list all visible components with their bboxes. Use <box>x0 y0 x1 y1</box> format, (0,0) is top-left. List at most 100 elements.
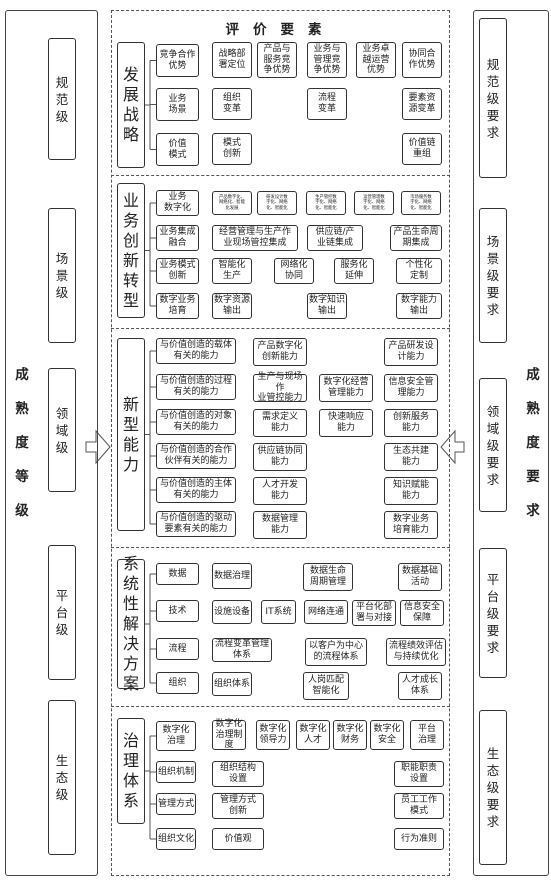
section-1-row-1-item-3: 业务与管理竞争优势 <box>307 42 347 78</box>
section-divider-2 <box>111 175 450 176</box>
section-4-row-2-item-1: 设施设备 <box>212 600 252 624</box>
section-4-row-4-item-3: 人才成长体系 <box>398 672 442 700</box>
right-panel: 成熟度要求 <box>473 10 549 876</box>
section-5-row-1-item-1: 数字化治理制度 <box>212 719 246 750</box>
left-arrow-icon <box>440 429 465 465</box>
section-4-row-2-item-5: 信息安全保障 <box>400 600 444 626</box>
section-1-row-1-item-1: 战略部署定位 <box>212 42 252 78</box>
section-2-row-label-2: 业务集成融合 <box>156 225 199 251</box>
maturity-level-5: 生态级 <box>48 700 76 855</box>
section-name-5: 治理体系 <box>117 718 145 824</box>
section-2-row-3-item-4: 个性化定制 <box>396 258 442 284</box>
section-5-row-1-item-4: 数字化财务 <box>333 720 367 750</box>
maturity-level-1: 规范级 <box>48 38 76 160</box>
section-1-row-2-item-2: 流程变革 <box>307 88 347 120</box>
section-3-row-3-item-1: 需求定义能力 <box>253 409 307 437</box>
section-3-row-1-item-2: 产品研发设计能力 <box>384 338 438 366</box>
evaluation-elements-panel <box>111 10 450 876</box>
section-5-row-label-1: 数字化治理 <box>156 721 196 751</box>
section-name-4: 系统性解决方案 <box>117 554 145 693</box>
section-2-row-1-item-3: 生产管控数字化、网络化、智能化 <box>306 191 346 215</box>
section-2-row-label-4: 数字业务培育 <box>156 293 199 319</box>
section-3-row-label-5: 与价值创造的主体有关的能力 <box>156 477 236 503</box>
section-5-row-4-item-2: 行为准则 <box>394 828 444 850</box>
section-1-row-1-item-2: 产品与服务竞争优势 <box>257 42 297 78</box>
section-4-row-2-item-4: 平台化部署与对接 <box>352 600 396 626</box>
section-4-row-1-item-1: 数据治理 <box>212 563 252 589</box>
section-3-row-3-item-2: 快速响应能力 <box>319 409 373 437</box>
section-divider-4 <box>111 547 450 548</box>
maturity-level-4: 平台级 <box>48 545 76 680</box>
section-5-row-1-item-2: 数字化领导力 <box>256 720 290 750</box>
section-5-row-label-3: 管理方式 <box>156 793 196 815</box>
maturity-requirement-5: 生态级要求 <box>479 710 507 865</box>
section-2-row-1-item-2: 研发设计数字化、网络化、智能化 <box>257 191 297 215</box>
right-panel-header: 成熟度要求 <box>526 367 540 519</box>
section-2-row-label-3: 业务模式创新 <box>156 258 199 284</box>
section-3-row-5-item-2: 知识赋能能力 <box>384 477 438 505</box>
section-1-row-1-item-4: 业务卓越运营优势 <box>356 42 396 78</box>
section-4-row-1-item-2: 数据生命周期管理 <box>303 563 353 591</box>
section-4-row-1-item-3: 数据基础活动 <box>398 563 442 591</box>
section-1-row-label-1: 竞争合作优势 <box>156 44 199 77</box>
section-2-row-2-item-2: 供应链/产业链集成 <box>307 225 363 251</box>
section-5-row-label-4: 组织文化 <box>156 828 196 850</box>
section-3-row-2-item-3: 信息安全管理能力 <box>384 374 438 402</box>
section-4-row-4-item-2: 人岗匹配智能化 <box>303 672 349 700</box>
section-3-row-4-item-1: 供应链协同能力 <box>253 443 307 471</box>
section-3-row-6-item-2: 数字业务培育能力 <box>384 511 438 539</box>
left-panel: 成熟度等级 <box>5 10 98 876</box>
section-5-row-2-item-1: 组织结构设置 <box>212 761 264 787</box>
section-4-row-2-item-2: IT系统 <box>261 600 296 624</box>
section-5-row-3-item-2: 员工工作模式 <box>394 793 444 819</box>
section-2-row-4-item-2: 数字知识输出 <box>307 293 347 319</box>
section-name-2: 业务创新转型 <box>117 183 145 318</box>
section-2-row-1-item-4: 运营管理数字化、网络化、智能化 <box>354 191 394 215</box>
section-1-row-2-item-3: 要素资源变革 <box>402 88 442 120</box>
section-2-row-label-1: 业务数字化 <box>156 190 199 216</box>
section-5-row-2-item-2: 职能职责设置 <box>394 761 444 787</box>
maturity-level-3: 领域级 <box>48 368 76 492</box>
maturity-requirement-2: 场景级要求 <box>479 208 507 343</box>
section-3-row-label-3: 与价值创造的对象有关的能力 <box>156 409 236 435</box>
left-panel-header: 成熟度等级 <box>15 367 29 519</box>
section-3-row-label-2: 与价值创造的过程有关的能力 <box>156 374 236 400</box>
section-3-row-label-6: 与价值创造的驱动要素有关的能力 <box>156 511 236 537</box>
section-4-row-3-item-1: 流程变革管理体系 <box>212 638 272 662</box>
section-5-row-1-item-5: 数字化安全 <box>370 720 404 750</box>
section-3-row-1-item-1: 产品数字化创新能力 <box>253 338 307 366</box>
section-5-row-4-item-1: 价值观 <box>212 828 264 850</box>
section-2-row-3-item-1: 智能化生产 <box>212 258 252 284</box>
section-3-row-4-item-2: 生态共建能力 <box>384 443 438 471</box>
section-4-row-4-item-1: 组织体系 <box>212 672 252 696</box>
section-divider-3 <box>111 328 450 329</box>
section-1-row-1-item-5: 协同合作优势 <box>402 42 442 78</box>
section-3-row-label-4: 与价值创造的合作伙伴有关的能力 <box>156 443 236 469</box>
section-2-row-4-item-1: 数字资源输出 <box>212 293 252 319</box>
section-3-row-3-item-3: 创新服务能力 <box>384 409 438 437</box>
right-arrow-icon <box>85 429 111 465</box>
section-1-row-3-item-1: 模式创新 <box>212 133 252 165</box>
section-4-row-label-3: 流程 <box>156 638 199 660</box>
section-1-row-label-2: 业务场景 <box>156 88 199 121</box>
section-name-3: 新型能力 <box>117 338 145 531</box>
section-5-row-3-item-1: 管理方式创新 <box>212 793 264 819</box>
section-1-row-3-item-2: 价值链重组 <box>402 133 442 165</box>
section-4-row-3-item-3: 流程绩效评估与持续优化 <box>386 638 446 666</box>
section-2-row-4-item-3: 数字能力输出 <box>396 293 442 319</box>
section-4-row-label-4: 组织 <box>156 672 199 694</box>
section-2-row-2-item-1: 经营管理与生产作业现场管控集成 <box>212 225 298 251</box>
section-2-row-3-item-3: 服务化延伸 <box>334 258 374 284</box>
section-3-row-2-item-1: 生产与现场作业管控能力 <box>253 372 307 403</box>
maturity-requirement-3: 领域级要求 <box>479 378 507 512</box>
section-3-row-6-item-1: 数据管理能力 <box>253 511 307 539</box>
section-3-row-2-item-2: 数字化经营管理能力 <box>319 374 373 402</box>
section-5-row-1-item-6: 平台治理 <box>410 720 444 750</box>
section-2-row-3-item-2: 网络化协同 <box>274 258 314 284</box>
section-1-row-label-3: 价值模式 <box>156 133 199 166</box>
section-5-row-label-2: 组织机制 <box>156 761 196 783</box>
maturity-requirement-1: 规范级要求 <box>479 18 507 178</box>
section-2-row-2-item-3: 产品生命周期集成 <box>390 225 442 251</box>
section-4-row-label-1: 数据 <box>156 563 199 585</box>
section-4-row-3-item-2: 以客户为中心的流程体系 <box>305 638 367 666</box>
